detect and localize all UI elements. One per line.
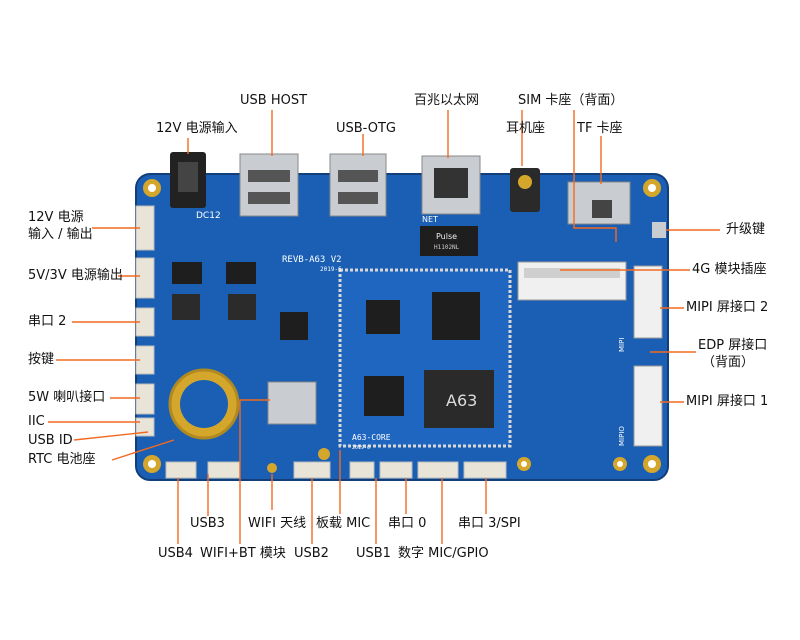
silk-revb-date: 2019-6 bbox=[320, 266, 342, 273]
label-tf: TF 卡座 bbox=[577, 121, 623, 136]
label-edp-2: （背面） bbox=[702, 355, 755, 370]
pulse-chip bbox=[420, 226, 478, 256]
label-mipi1: MIPI 屏接口 1 bbox=[686, 394, 769, 409]
silk-core: A63-CORE bbox=[352, 433, 391, 442]
silk-dc: DC12 bbox=[196, 211, 221, 221]
label-ethernet: 百兆以太网 bbox=[414, 93, 480, 108]
pointer-lines bbox=[48, 110, 720, 544]
label-lte: 4G 模块插座 bbox=[692, 262, 767, 277]
label-iic: IIC bbox=[28, 414, 45, 429]
label-sim: SIM 卡座（背面） bbox=[518, 93, 624, 108]
silk-mipi2: MIPIO bbox=[618, 426, 626, 446]
label-onboard-mic: 板载 MIC bbox=[316, 516, 371, 531]
silk-revb: REVB-A63 V2 bbox=[282, 255, 342, 265]
silk-mipi: MIPI bbox=[618, 338, 626, 352]
cpu-chip bbox=[424, 370, 494, 428]
label-earphone: 耳机座 bbox=[506, 121, 546, 136]
wifi-module bbox=[267, 381, 317, 425]
chip-a63: A63 bbox=[446, 391, 477, 410]
label-usb2: USB2 bbox=[294, 546, 329, 561]
usb-host-port bbox=[239, 153, 299, 217]
chip-pulse-sub: H1102NL bbox=[434, 244, 460, 251]
label-power-io-1: 12V 电源 bbox=[28, 210, 84, 225]
label-uart2: 串口 2 bbox=[28, 314, 67, 329]
chip-pulse: Pulse bbox=[436, 232, 457, 241]
silk-core-date: 2019-6 bbox=[352, 445, 370, 451]
lte-socket bbox=[517, 261, 627, 301]
label-dc-input: 12V 电源输入 bbox=[156, 121, 238, 136]
usb-otg-port bbox=[329, 153, 387, 217]
label-usb-id: USB ID bbox=[28, 433, 73, 448]
earphone-jack bbox=[510, 168, 540, 212]
label-uart3-spi: 串口 3/SPI bbox=[458, 516, 521, 531]
label-usb-host: USB HOST bbox=[240, 93, 308, 108]
mounting-holes bbox=[143, 179, 661, 473]
silk-net: NET bbox=[422, 215, 438, 224]
label-key: 按键 bbox=[28, 352, 55, 367]
label-usb3: USB3 bbox=[190, 516, 225, 531]
label-digital-mic: 数字 MIC/GPIO bbox=[398, 546, 489, 561]
mipi1-connector bbox=[633, 365, 663, 447]
label-upgrade-key: 升级键 bbox=[726, 222, 766, 237]
label-speaker: 5W 喇叭接口 bbox=[28, 390, 106, 405]
label-mipi2: MIPI 屏接口 2 bbox=[686, 300, 769, 315]
mipi2-connector bbox=[633, 265, 663, 339]
label-power-io-2: 输入 / 输出 bbox=[28, 227, 93, 242]
label-wifi-ant: WIFI 天线 bbox=[248, 516, 307, 531]
upgrade-key bbox=[652, 222, 666, 238]
label-usb1: USB1 bbox=[356, 546, 391, 561]
label-wifi-bt: WIFI+BT 模块 bbox=[200, 546, 286, 561]
label-edp-1: EDP 屏接口 bbox=[698, 338, 768, 353]
label-uart0: 串口 0 bbox=[388, 516, 427, 531]
label-power-out: 5V/3V 电源输出 bbox=[28, 268, 123, 283]
label-usb-otg: USB-OTG bbox=[336, 121, 396, 136]
label-usb4: USB4 bbox=[158, 546, 193, 561]
label-rtc: RTC 电池座 bbox=[28, 452, 96, 467]
